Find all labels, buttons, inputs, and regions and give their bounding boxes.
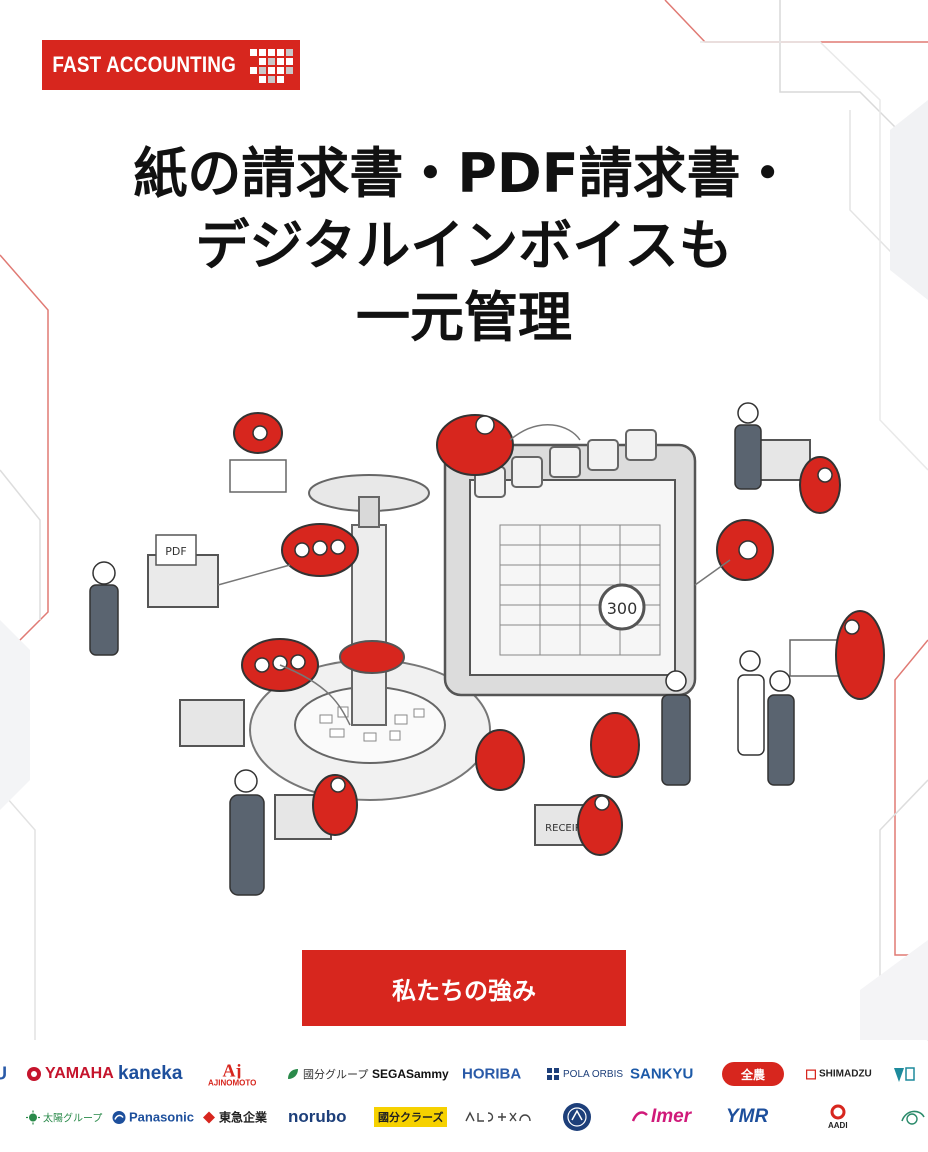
magnifier-icon (598, 583, 646, 631)
client-logo-kokubu-clares-text: 國分クラーズ (378, 1112, 444, 1124)
client-logo-zennoh: 全農 (722, 1062, 784, 1086)
spreadsheet-grid (499, 524, 661, 656)
pdf-box: PDF (147, 534, 219, 608)
box-left (179, 699, 245, 747)
client-logo-kaneka: kaneka (118, 1063, 182, 1085)
client-logo-tokyu-text: 東急企業 (219, 1110, 268, 1125)
cta-strengths-button[interactable]: 私たちの強み (302, 950, 626, 1026)
client-logo-partial-swirl-icon (901, 1110, 925, 1125)
client-logo-ajinomoto-text: AJINOMOTO (208, 1078, 257, 1088)
taiyo-sun-icon (26, 1110, 40, 1124)
svg-text:Aj: Aj (223, 1061, 242, 1079)
client-logo-yamaha: YAMAHA (26, 1065, 114, 1083)
pdf-label: PDF (165, 545, 186, 558)
counter-label: 300 (607, 599, 638, 618)
client-logo-taiyo: 太陽グループ (26, 1110, 102, 1125)
tokyu-diamond-icon (203, 1111, 215, 1123)
client-logo-aadi-text: AADI (828, 1121, 848, 1130)
people (89, 402, 795, 896)
receipt-label: RECEIPT (545, 823, 588, 834)
paper-stack-top (229, 459, 287, 493)
hero-headline: 紙の請求書・PDF請求書・ デジタルインボイスも 一元管理 (0, 138, 928, 354)
client-logos-row-1: U YAMAHA kaneka Aj AJINOMOTO 國分グループ SEGA… (0, 1058, 928, 1090)
client-logo-ymr: YMR (726, 1106, 768, 1128)
red-ring (339, 640, 405, 674)
red-robots (233, 412, 885, 856)
ajinomoto-aj-icon: Aj (223, 1061, 242, 1079)
headline-line-1: 紙の請求書・PDF請求書・ (133, 142, 795, 205)
client-logo-yamaha-text: YAMAHA (45, 1065, 114, 1082)
client-logo-ymr-text: YMR (726, 1106, 769, 1127)
client-logo-shimadzu-text: SHIMADZU (819, 1068, 872, 1080)
client-logo-ajinomoto: Aj AJINOMOTO (208, 1061, 256, 1088)
pola-orbis-grid-icon (547, 1068, 559, 1080)
client-logo-kaneka-text: kaneka (118, 1063, 183, 1084)
robot-eyes (252, 415, 860, 811)
connection-lines (217, 424, 731, 726)
headline-line-2: デジタルインボイスも (195, 214, 733, 277)
client-logo-horiba: HORIBA (462, 1066, 521, 1083)
client-logo-sankyu: SANKYU (630, 1066, 693, 1083)
client-logo-sankyu-text: SANKYU (630, 1065, 694, 1083)
client-logo-panasonic: Panasonic (112, 1110, 194, 1125)
client-logo-aadi: AADI (828, 1104, 848, 1130)
client-logo-imer: Imer (632, 1106, 691, 1128)
brand-logo[interactable]: FAST ACCOUNTING (42, 40, 300, 90)
client-logo-pola-orbis: POLA ORBIS (546, 1067, 623, 1081)
client-logo-emblem-icon (563, 1103, 591, 1131)
brand-name: FAST ACCOUNTING (52, 52, 237, 77)
client-logo-segasammy-text: SEGASammy (372, 1067, 449, 1081)
client-logo-u: U (0, 1064, 7, 1085)
yamaha-tuning-fork-icon (27, 1067, 41, 1081)
client-logo-tokyu: 東急企業 (202, 1109, 267, 1126)
aadi-ring-icon (830, 1104, 846, 1120)
client-logo-zennoh-text: 全農 (740, 1067, 765, 1082)
client-logo-imer-text: Imer (651, 1106, 692, 1127)
hero-illustration: 300 PDF RECEIPT (89, 402, 885, 896)
monitor-cylinders (474, 429, 657, 498)
client-logo-pola-orbis-text: POLA ORBIS (563, 1068, 624, 1080)
client-logo-panasonic-text: Panasonic (129, 1109, 195, 1125)
client-logo-kokubu-clares: 國分クラーズ (374, 1107, 448, 1127)
client-logo-script-icon (465, 1111, 531, 1122)
pixel-mosaic-icon (250, 49, 293, 83)
client-logo-shimadzu: SHIMADZU (806, 1069, 872, 1080)
headline-line-3: 一元管理 (356, 286, 572, 349)
shimadzu-square-icon (806, 1069, 816, 1079)
imer-swoosh-icon (632, 1111, 648, 1122)
client-logo-horiba-text: HORIBA (462, 1065, 522, 1083)
kokubu-leaf-icon (288, 1069, 298, 1079)
client-logo-norubo: norubo (288, 1107, 347, 1127)
client-logo-partial-icon (894, 1067, 915, 1082)
central-column (351, 524, 387, 726)
client-logo-taiyo-text: 太陽グループ (43, 1113, 103, 1125)
panasonic-circle-icon (112, 1110, 126, 1124)
client-logo-kokubu-text: 國分グループ (303, 1069, 369, 1081)
client-logos-row-2: 太陽グループ Panasonic 東急企業 norubo 國分クラーズ Imer… (0, 1101, 928, 1133)
client-logo-norubo-text: norubo (288, 1107, 347, 1126)
client-logo-segasammy: SEGASammy (372, 1067, 449, 1081)
client-logo-kokubu: 國分グループ (286, 1066, 368, 1082)
client-logo-u-text: U (0, 1063, 7, 1084)
